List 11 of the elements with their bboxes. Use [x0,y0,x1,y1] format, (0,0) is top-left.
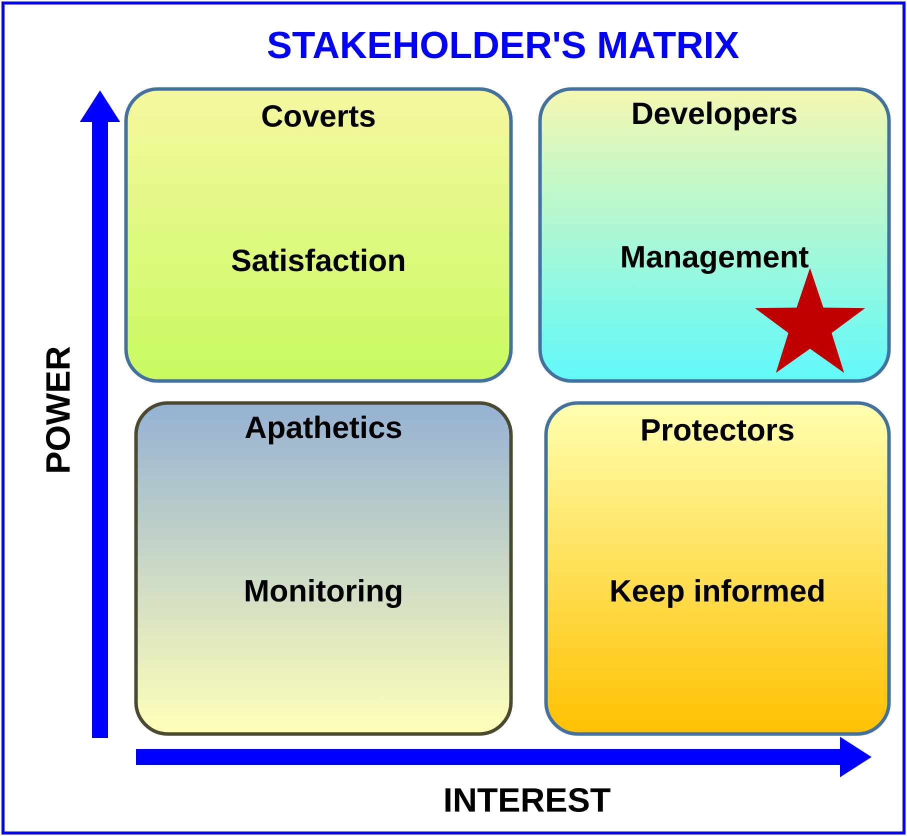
strategy-label: Management [622,246,808,274]
quadrant-heading: Coverts [262,105,375,127]
title: STAKEHOLDER'S MATRIX [268,32,739,58]
strategy-label: Satisfaction [232,248,404,272]
strategy-label: Keep informed [611,579,824,608]
quadrant-heading: Protectors [642,419,794,441]
axis-label: POWER [46,346,70,472]
quadrant-heading: Developers [633,102,796,130]
quadrant-heading: Apathetics [245,416,402,444]
strategy-label: Monitoring [246,579,402,608]
axis-label: INTEREST [446,788,610,812]
